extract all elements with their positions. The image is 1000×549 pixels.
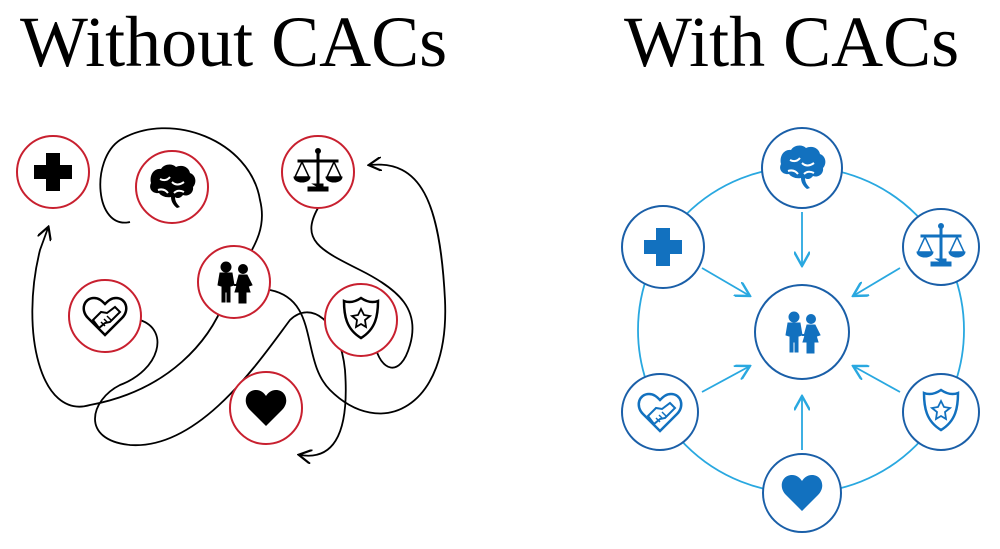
with-cacs-title: With CACs xyxy=(624,2,960,82)
arrows-to-center xyxy=(701,212,901,450)
without-cacs-title: Without CACs xyxy=(20,2,448,82)
left-node-advocacy xyxy=(68,279,142,353)
left-node-police xyxy=(324,283,398,357)
right-node-advocacy xyxy=(621,373,699,451)
right-node-police xyxy=(902,373,980,451)
